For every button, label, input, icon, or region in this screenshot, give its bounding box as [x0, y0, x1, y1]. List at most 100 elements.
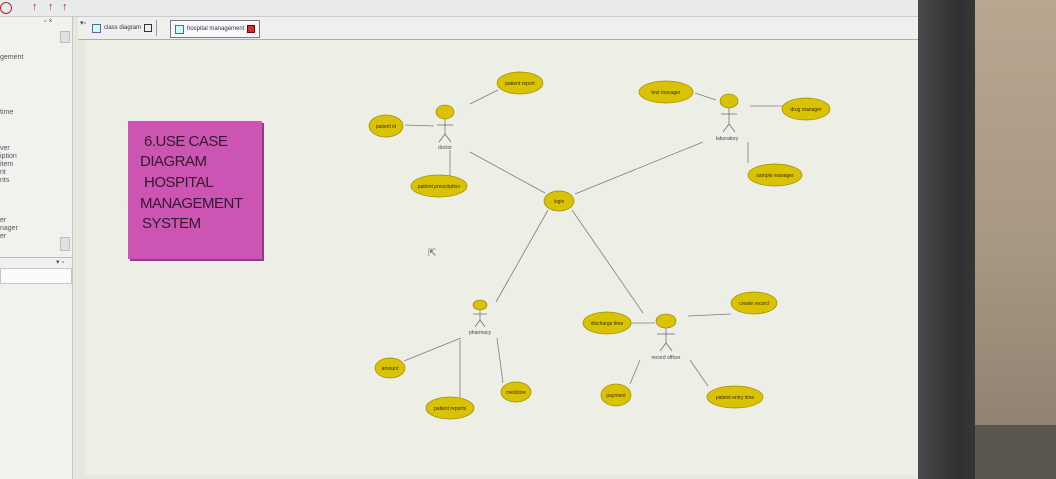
association-line	[404, 124, 435, 127]
use-case-login[interactable]: login	[543, 190, 575, 212]
use-case-sample-manager[interactable]: sample manager	[747, 163, 803, 187]
arrow-up-icon[interactable]: ↑	[48, 1, 54, 13]
panel-menu-icon[interactable]: ▾ ▫	[56, 259, 64, 266]
diagram-icon	[175, 24, 184, 34]
editor-tab-bar: ▾▫ class diagram hospital management	[78, 17, 948, 40]
arrow-up-icon[interactable]: ↑	[32, 1, 38, 13]
left-sidebar: ▫ × gement time ver iption item nt nts e…	[0, 17, 73, 479]
association-line	[629, 359, 641, 385]
use-case-diagram: doctor laboratory pharmacy record office…	[368, 71, 831, 420]
toolbar-circle-icon[interactable]	[0, 2, 12, 14]
use-case-amount[interactable]: amount	[374, 357, 406, 379]
minimize-icon[interactable]: ▫ ×	[44, 18, 53, 25]
use-case-ellipse	[600, 383, 632, 407]
sidebar-item[interactable]: nager	[0, 225, 18, 232]
tab-menu-icon[interactable]: ▾▫	[80, 20, 86, 27]
use-case-ellipse	[374, 357, 406, 379]
scroll-up-button[interactable]	[60, 31, 70, 43]
sidebar-item[interactable]: nt	[0, 169, 6, 176]
tab-label: hospital management	[187, 26, 245, 32]
sidebar-item[interactable]: gement	[0, 54, 24, 61]
sidebar-item[interactable]: item	[0, 161, 14, 168]
sidebar-item[interactable]: ver	[0, 145, 10, 152]
use-case-patient-id[interactable]: patient id	[368, 114, 404, 138]
actor-label: doctor	[438, 145, 452, 151]
use-case-label: test manager	[651, 90, 681, 96]
use-case-payment[interactable]: payment	[600, 383, 632, 407]
sidebar-item[interactable]: er	[0, 233, 7, 240]
tab-class-diagram[interactable]: class diagram	[88, 20, 158, 36]
actor-leg	[474, 319, 481, 328]
actor-leg	[444, 133, 452, 143]
sidebar-item[interactable]: iption	[0, 153, 17, 160]
actor-label: laboratory	[716, 136, 739, 142]
use-case-medicine[interactable]: medicine	[500, 381, 532, 403]
association-line	[574, 141, 704, 195]
use-case-label: discharge time	[591, 321, 624, 327]
association-line	[689, 359, 709, 387]
desk-surface	[975, 425, 1056, 479]
use-case-label: patient entry time	[716, 395, 755, 401]
actor-head	[472, 299, 488, 311]
title-line: MANAGEMENT	[140, 195, 243, 212]
associations	[403, 89, 783, 398]
toolbar: ↑ ↑ ↑	[0, 0, 955, 17]
actor-head	[719, 93, 739, 109]
use-case-label: sample manager	[756, 173, 794, 179]
actor-label: pharmacy	[469, 330, 491, 336]
diagram-icon	[92, 23, 101, 33]
association-line	[469, 151, 546, 194]
use-case-label: patient reports	[434, 406, 466, 412]
title-note[interactable]: 6.USE CASE DIAGRAM HOSPITAL MANAGEMENT S…	[128, 121, 262, 259]
use-case-test-manager[interactable]: test manager	[638, 80, 694, 104]
use-cases: patient report patient id patient prescr…	[368, 71, 831, 420]
use-case-label: login	[554, 199, 565, 205]
actor-leg	[438, 133, 446, 143]
use-case-label: medicine	[506, 390, 526, 396]
actor-leg	[728, 123, 736, 133]
tab-hospital-management[interactable]: hospital management	[170, 20, 261, 38]
actor-pharmacy[interactable]: pharmacy	[469, 299, 491, 336]
sidebar-item[interactable]: time	[0, 109, 14, 116]
close-icon[interactable]	[247, 25, 256, 33]
use-case-patient-entry-time[interactable]: patient entry time	[706, 385, 764, 409]
sidebar-item[interactable]: nts	[0, 177, 10, 184]
use-case-ellipse	[425, 396, 475, 420]
use-case-ellipse	[543, 190, 575, 212]
actor-head	[435, 104, 455, 120]
close-icon[interactable]	[144, 24, 153, 32]
use-case-ellipse	[582, 311, 632, 335]
actor-label: record officer	[651, 355, 680, 361]
use-case-ellipse	[410, 174, 468, 198]
use-case-create-record[interactable]: create record	[730, 291, 778, 315]
arrow-up-icon[interactable]: ↑	[62, 1, 68, 13]
actor-laboratory[interactable]: laboratory	[716, 93, 739, 142]
title-line: DIAGRAM	[140, 153, 207, 170]
scroll-down-button[interactable]	[60, 237, 70, 251]
mouse-cursor-icon: ⇱	[428, 248, 437, 259]
association-line	[403, 337, 462, 362]
actor-head	[655, 313, 677, 329]
use-case-patient-reports[interactable]: patient reports	[425, 396, 475, 420]
association-line	[495, 209, 549, 303]
use-case-patient-report[interactable]: patient report	[496, 71, 544, 95]
actor-leg	[665, 342, 673, 352]
use-case-ellipse	[706, 385, 764, 409]
use-case-label: drug manager	[790, 107, 821, 113]
use-case-patient-prescription[interactable]: patient prescription	[410, 174, 468, 198]
use-case-drug-manager[interactable]: drug manager	[781, 97, 831, 121]
association-line	[571, 209, 644, 314]
actor-doctor[interactable]: doctor	[435, 104, 455, 151]
actor-record-officer[interactable]: record officer	[651, 313, 681, 361]
actor-leg	[479, 319, 486, 328]
use-case-label: patient id	[376, 124, 397, 130]
use-case-ellipse	[747, 163, 803, 187]
actor-leg	[722, 123, 730, 133]
title-line: 6.USE CASE	[144, 133, 228, 150]
use-case-discharge-time[interactable]: discharge time	[582, 311, 632, 335]
use-case-ellipse	[730, 291, 778, 315]
background-wall	[975, 0, 1056, 479]
sidebar-item[interactable]: er	[0, 217, 7, 224]
use-case-label: amount	[382, 366, 399, 372]
use-case-label: payment	[606, 393, 626, 399]
